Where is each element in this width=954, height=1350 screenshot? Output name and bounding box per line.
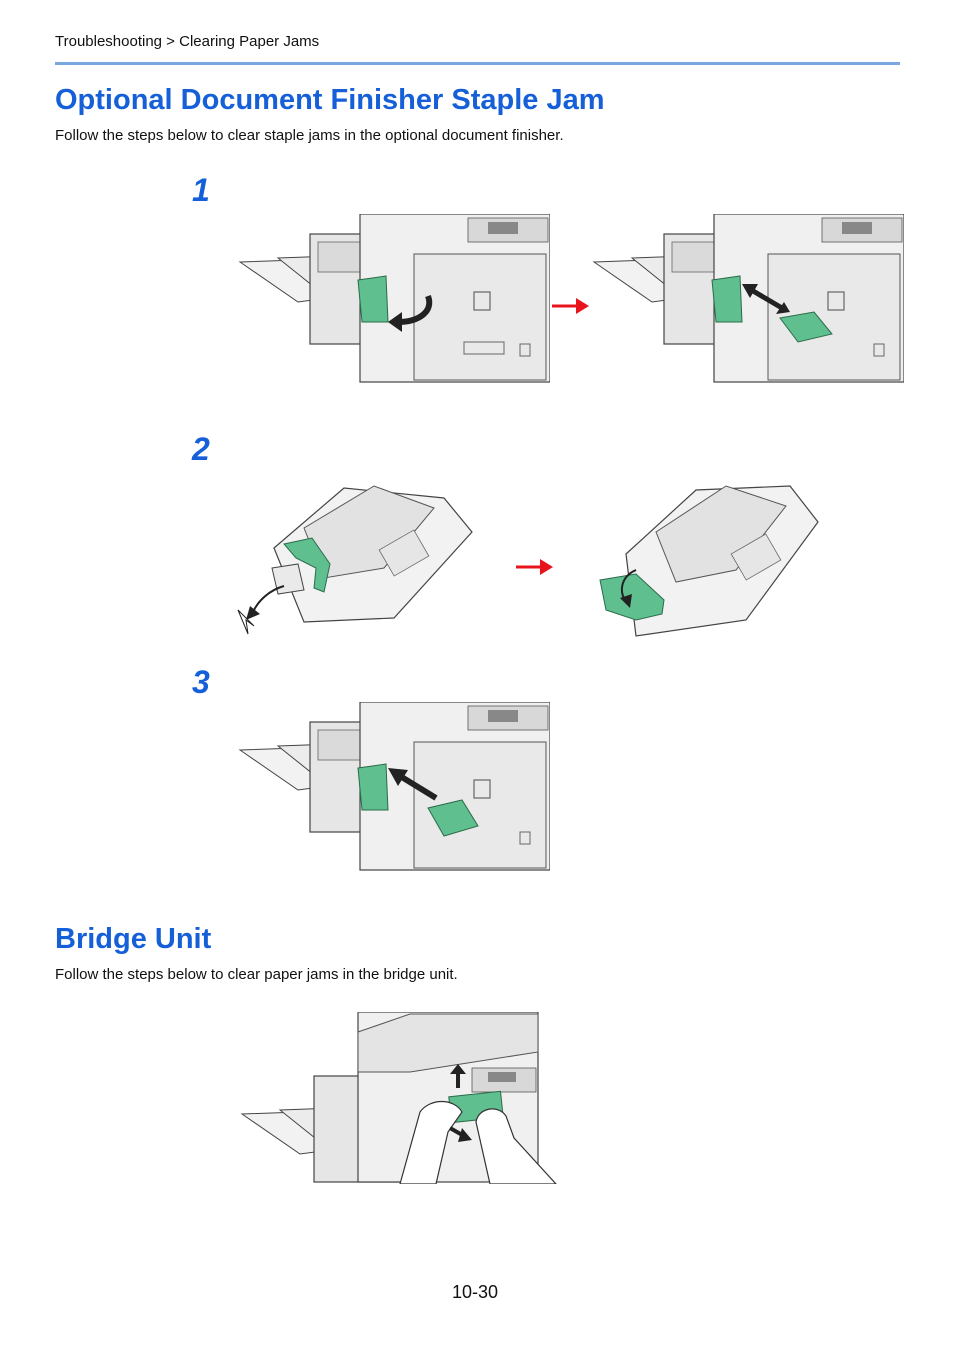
illustration-step1-open-cover <box>238 214 550 384</box>
page-number: 10-30 <box>452 1282 499 1302</box>
section-title-staple-jam: Optional Document Finisher Staple Jam <box>55 84 605 116</box>
illustration-step2-open-cartridge <box>596 470 820 642</box>
step-number-2: 2 <box>192 431 210 467</box>
section-intro-bridge-unit: Follow the steps below to clear paper ja… <box>55 966 458 983</box>
illustration-bridge-unit-remove-paper <box>240 1012 558 1184</box>
section-title-bridge-unit: Bridge Unit <box>55 923 212 955</box>
illustration-step3-insert-stapler <box>238 702 550 872</box>
illustration-step2-release-lever <box>234 468 474 640</box>
step-number-3: 3 <box>192 664 210 700</box>
section-intro-staple-jam: Follow the steps below to clear staple j… <box>55 127 564 144</box>
breadcrumb[interactable]: Troubleshooting > Clearing Paper Jams <box>55 33 320 50</box>
next-arrow-icon <box>552 298 589 314</box>
header-rule <box>55 62 900 65</box>
next-arrow-icon <box>516 559 553 575</box>
illustration-step1-remove-stapler <box>592 214 904 384</box>
step-number-1: 1 <box>192 172 210 208</box>
